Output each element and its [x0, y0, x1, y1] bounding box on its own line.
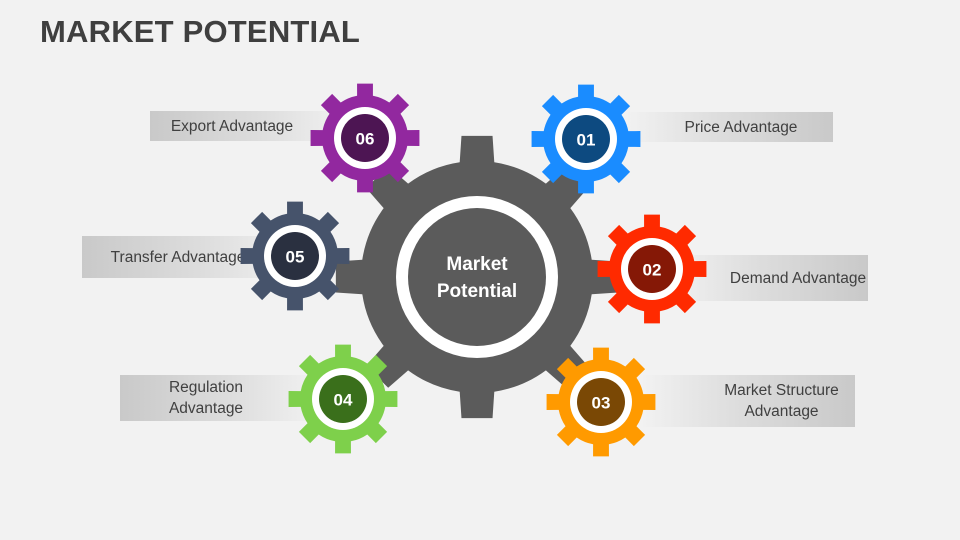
gear-05-number: 05: [286, 248, 305, 267]
banner-price-advantage: Price Advantage: [625, 112, 833, 142]
center-label-line1: Market: [446, 254, 508, 275]
gear-05-core: [271, 232, 319, 280]
label-regulation-advantage: Regulation Advantage: [169, 377, 243, 419]
gear-01: 01: [531, 84, 641, 194]
gear-02: 02: [597, 214, 707, 324]
center-label-line2: Potential: [437, 281, 517, 302]
banner-market-structure-advantage: Market Structure Advantage: [640, 375, 855, 427]
gear-03-number: 03: [592, 394, 611, 413]
gear-04: 04: [288, 344, 398, 454]
label-regulation-line1: Regulation: [168, 379, 244, 396]
gear-02-core: [628, 245, 676, 293]
label-export-advantage: Export Advantage: [170, 117, 294, 135]
label-market-structure-line2: Advantage: [744, 403, 819, 420]
page-title: MARKET POTENTIAL: [40, 14, 361, 49]
gear-06-number: 06: [356, 130, 375, 149]
label-demand-advantage: Demand Advantage: [729, 269, 867, 287]
label-market-structure-line1: Market Structure: [724, 382, 839, 399]
label-transfer-advantage: Transfer Advantage: [110, 248, 246, 266]
label-price-advantage: Price Advantage: [684, 118, 798, 136]
gear-06-core: [341, 114, 389, 162]
gear-06: 06: [310, 83, 420, 193]
gear-02-number: 02: [643, 261, 662, 280]
label-market-structure-advantage: Market Structure Advantage: [724, 380, 839, 422]
gear-04-core: [319, 375, 367, 423]
banner-demand-advantage: Demand Advantage: [668, 255, 868, 301]
gear-03-core: [577, 378, 625, 426]
banner-regulation-advantage: Regulation Advantage: [120, 375, 320, 421]
gear-05: 05: [240, 201, 350, 311]
gear-01-number: 01: [577, 131, 596, 150]
gear-04-number: 04: [334, 391, 353, 410]
gear-03: 03: [546, 347, 656, 457]
label-regulation-line2: Advantage: [168, 400, 244, 417]
small-gears: 01 02 03 04 05 06: [240, 83, 707, 457]
center-gear-hub: [408, 208, 546, 346]
gear-01-core: [562, 115, 610, 163]
